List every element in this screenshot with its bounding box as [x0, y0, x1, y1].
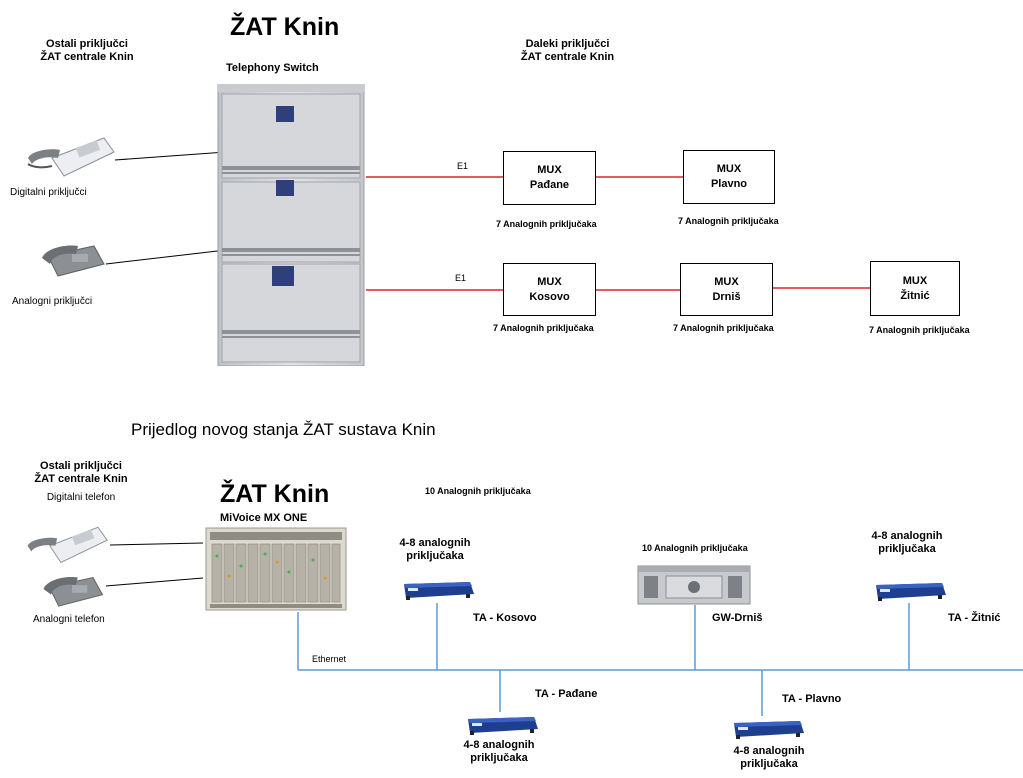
- analog-phone-wire: [105, 249, 227, 265]
- terminal-adapter-icon: [468, 717, 538, 735]
- mivoice-label: MiVoice MX ONE: [220, 512, 308, 524]
- mux-box-kosovo: MUX Kosovo: [503, 263, 596, 316]
- kosovo-name: TA - Kosovo: [473, 612, 537, 624]
- mux-box-plavno: MUX Plavno: [683, 150, 775, 204]
- mux-ports-drnis: 7 Analognih priključaka: [673, 323, 774, 333]
- terminal-adapter-icon: [876, 583, 946, 601]
- e1-label-2: E1: [455, 273, 467, 283]
- mux-box-padane: MUX Pađane: [503, 151, 596, 205]
- telephone-icon: [27, 137, 115, 177]
- kosovo-ports-label: 4-8 analognih priključaka: [399, 537, 471, 562]
- terminal-adapter-icon: [734, 721, 804, 739]
- plavno-name: TA - Plavno: [782, 693, 842, 705]
- zitnic-name: TA - Žitnić: [948, 612, 1001, 624]
- top-left-header: Ostali priključci ŽAT centrale Knin: [40, 38, 134, 63]
- telephone-icon: [43, 576, 104, 607]
- mux-ports-kosovo: 7 Analognih priključaka: [493, 323, 594, 333]
- digital-phone-wire: [114, 151, 227, 161]
- telephone-icon: [42, 245, 105, 277]
- proposal-title: Prijedlog novog stanja ŽAT sustava Knin: [131, 420, 436, 439]
- gw-name: GW-Drniš: [712, 612, 763, 624]
- top-right-header: Daleki priključci ŽAT centrale Knin: [520, 38, 615, 63]
- padane-name: TA - Pađane: [535, 688, 598, 700]
- ten-ports-label-gw: 10 Analognih priključaka: [642, 543, 748, 553]
- mux-ports-plavno: 7 Analognih priključaka: [678, 216, 779, 226]
- zitnic-ports-label: 4-8 analognih priključaka: [871, 530, 943, 555]
- top-title: ŽAT Knin: [230, 13, 340, 41]
- bottom-title: ŽAT Knin: [220, 480, 330, 508]
- mux-box-drnis: MUX Drniš: [680, 263, 773, 316]
- gateway-chassis: [637, 565, 751, 605]
- digital-telefon-label: Digitalni telefon: [46, 492, 116, 503]
- e1-label-1: E1: [457, 161, 469, 171]
- analog-telefon-label: Analogni telefon: [33, 614, 105, 625]
- ten-ports-label-top: 10 Analognih priključaka: [425, 486, 531, 496]
- bottom-left-header: Ostali priključci ŽAT centrale Knin: [34, 460, 128, 485]
- telephony-switch-cabinet: [217, 84, 365, 366]
- padane-ports-label: 4-8 analognih priključaka: [463, 739, 535, 764]
- analog-telefon-wire: [105, 577, 204, 587]
- mux-ports-padane: 7 Analognih priključaka: [496, 219, 597, 229]
- digital-telefon-wire: [109, 542, 204, 546]
- telephone-icon: [27, 526, 108, 564]
- switch-label: Telephony Switch: [226, 62, 319, 74]
- plavno-ports-label: 4-8 analognih priključaka: [733, 745, 805, 770]
- mux-box-zitnic: MUX Žitnić: [870, 261, 960, 316]
- mivoice-rack: [205, 527, 347, 611]
- mux-ports-zitnic: 7 Analognih priključaka: [869, 325, 970, 335]
- digital-phone-label: Digitalni priključci: [10, 187, 87, 198]
- ethernet-label: Ethernet: [312, 654, 347, 664]
- terminal-adapter-icon: [404, 582, 474, 600]
- analog-phone-label: Analogni priključci: [12, 296, 93, 307]
